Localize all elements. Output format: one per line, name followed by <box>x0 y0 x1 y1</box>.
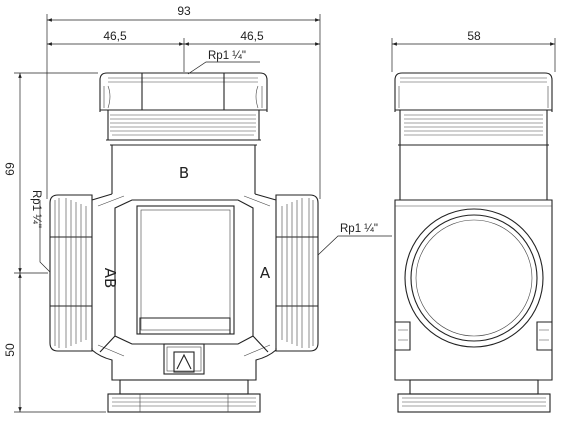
port-label-a: A <box>260 264 271 282</box>
dim-side-width: 58 <box>467 29 481 43</box>
thread-label-right: Rp1 ¼" <box>340 223 378 235</box>
valve-body <box>91 193 277 381</box>
dim-overall-width: 93 <box>177 4 191 18</box>
dimension-lines <box>14 14 556 413</box>
port-label-b: B <box>179 164 189 182</box>
dim-right-half: 46,5 <box>240 29 264 43</box>
side-view <box>394 72 553 413</box>
bottom-flange <box>107 379 261 413</box>
left-connection <box>49 194 93 352</box>
dim-height-upper: 69 <box>3 162 17 176</box>
top-connection <box>99 72 268 194</box>
thread-label-left: Rp1 ¼" <box>30 190 42 228</box>
dim-left-half: 46,5 <box>103 29 127 43</box>
valve-logo <box>173 351 195 373</box>
thread-label-top: Rp1 ¼" <box>208 50 246 62</box>
port-label-ab: AB <box>101 268 119 289</box>
front-view: B AB A <box>49 72 319 413</box>
right-connection <box>275 194 319 352</box>
dim-height-lower: 50 <box>3 343 17 357</box>
